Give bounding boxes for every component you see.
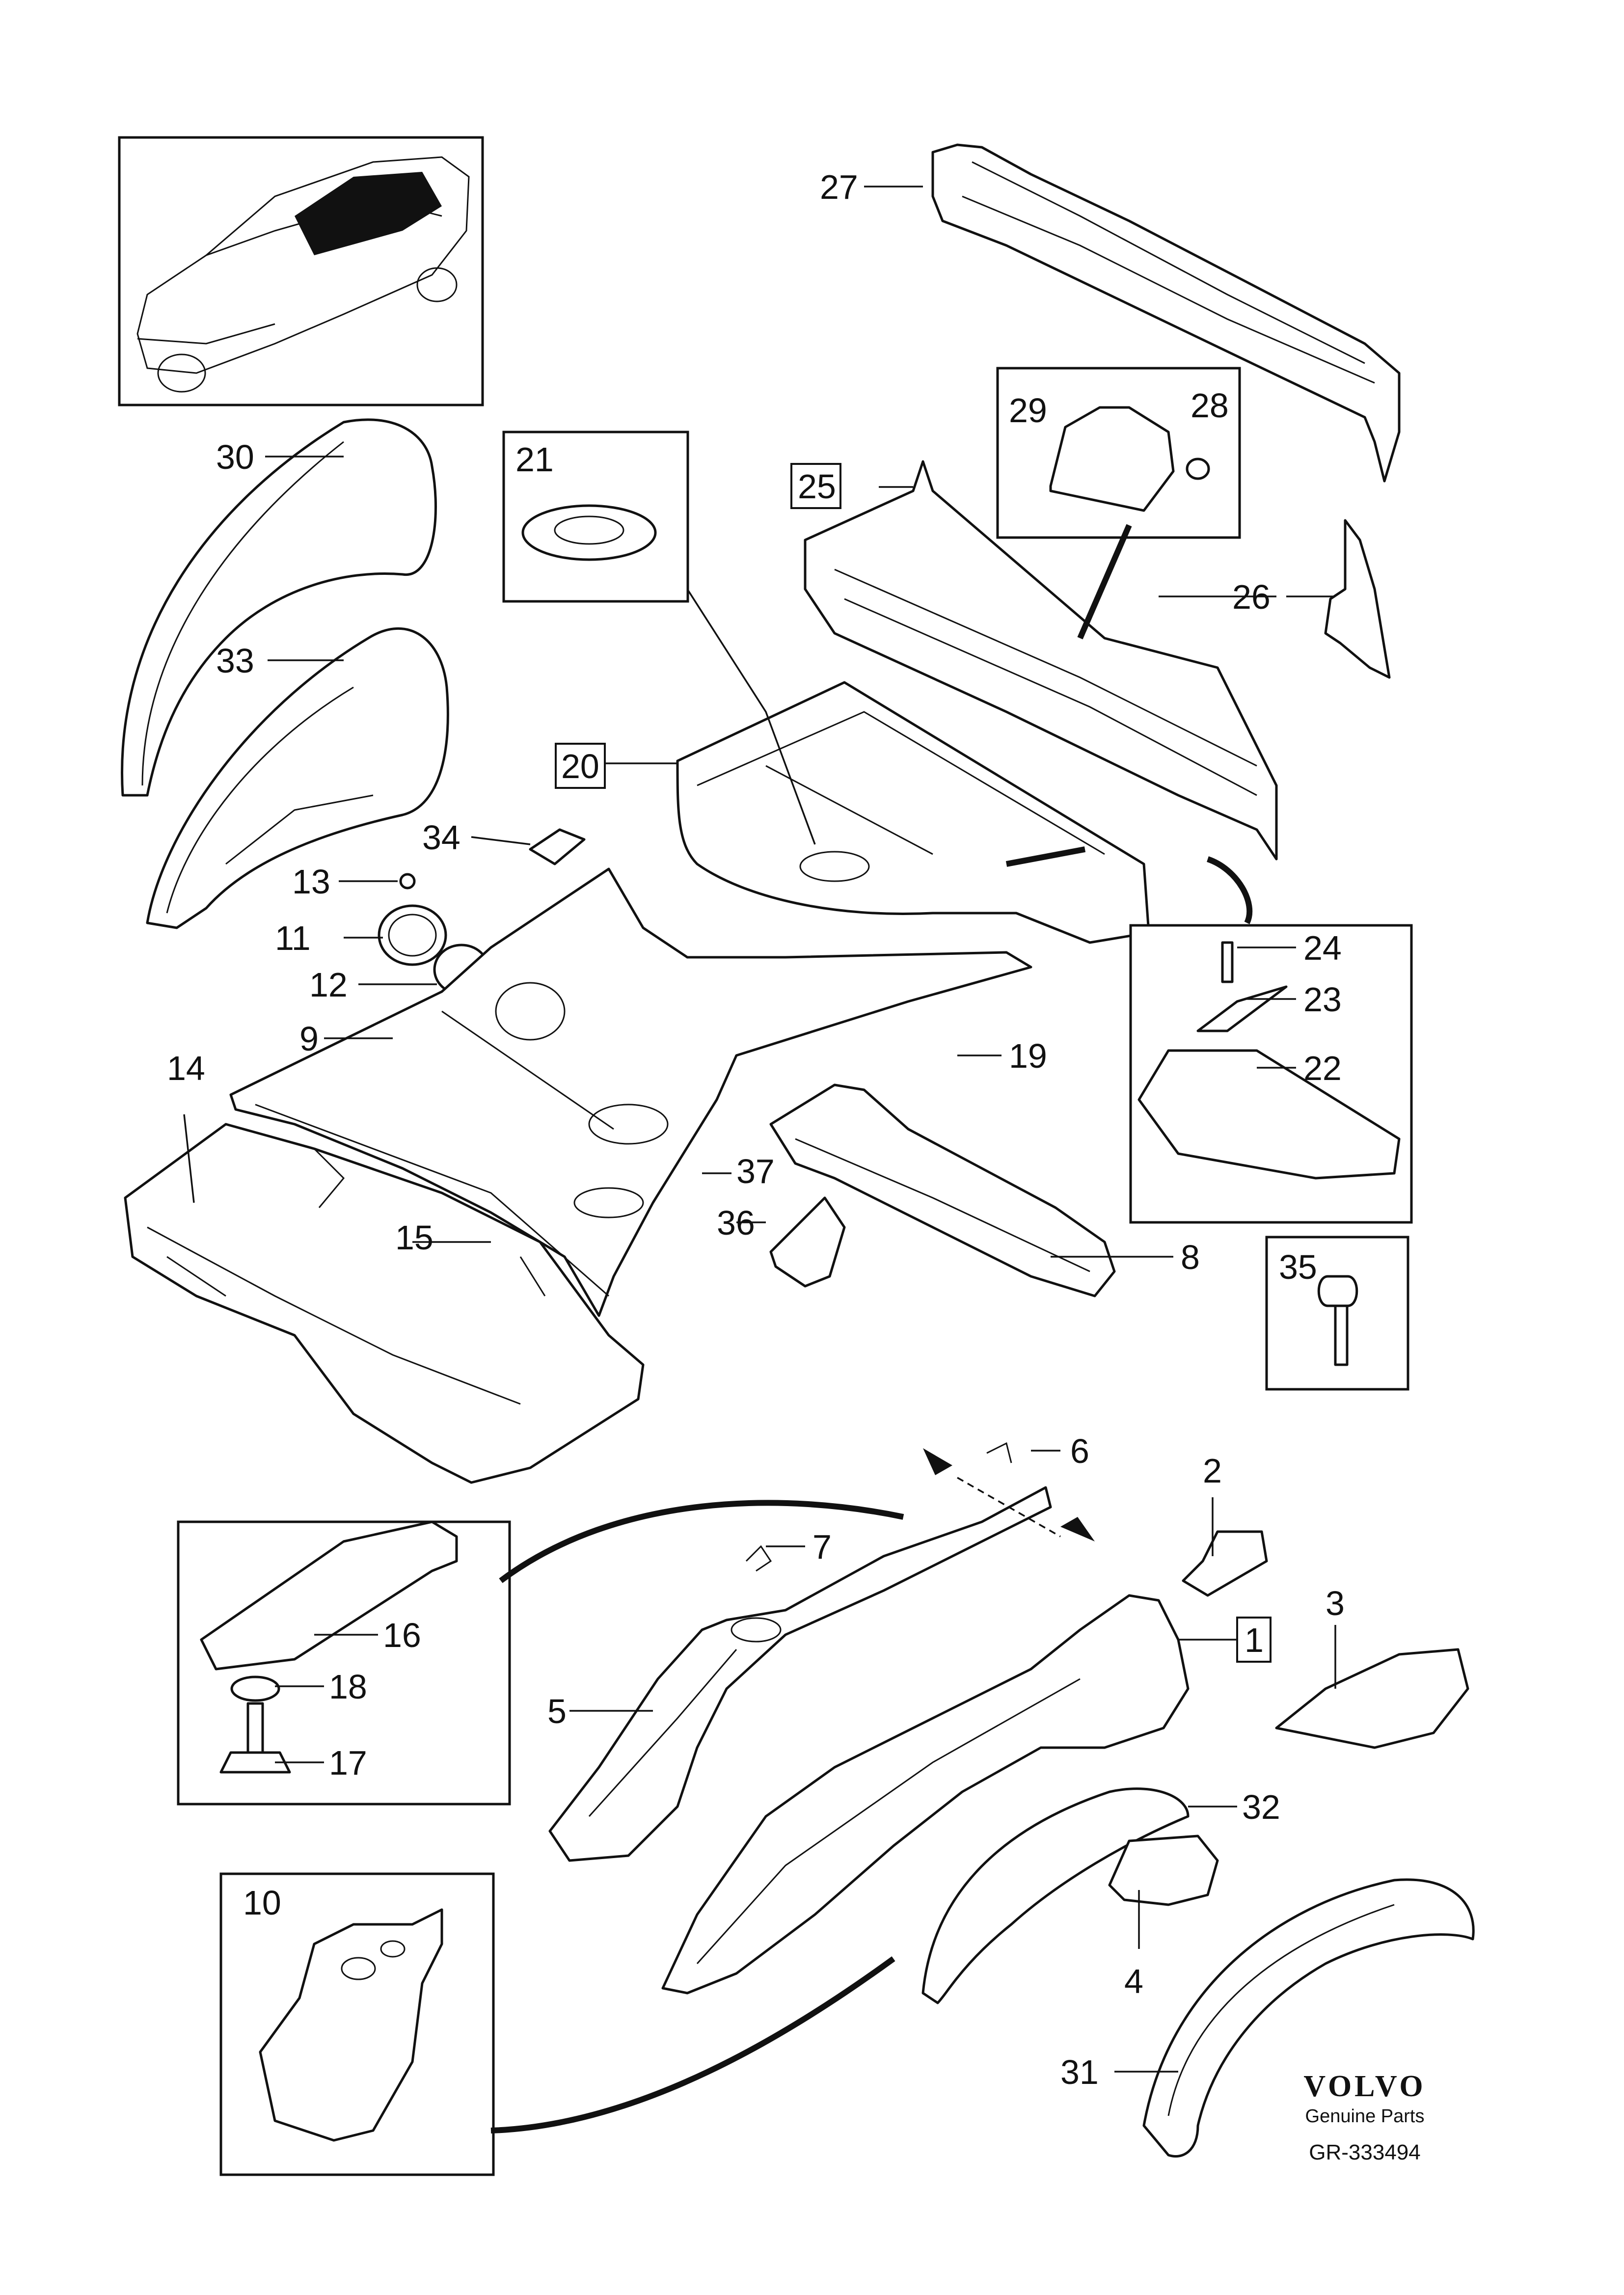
leader-lines [183, 186, 1336, 2073]
label-30: 30 [216, 438, 254, 476]
label-17: 17 [329, 1744, 367, 1782]
part-35-inset [1265, 1236, 1409, 1391]
label-5: 5 [547, 1692, 567, 1730]
label-13: 13 [292, 863, 330, 901]
part-36-bracket [769, 1196, 846, 1288]
label-14: 14 [167, 1049, 205, 1087]
label-25: 25 [798, 467, 836, 506]
label-9: 9 [299, 1020, 319, 1058]
label-3: 3 [1326, 1584, 1345, 1622]
label-6: 6 [1070, 1432, 1089, 1470]
label-37: 37 [736, 1152, 775, 1190]
part-6-clip [986, 1442, 1012, 1463]
label-29: 29 [1009, 391, 1047, 430]
volvo-logo: VOLVO [1303, 2070, 1426, 2103]
label-2: 2 [1203, 1452, 1222, 1490]
parts-22-23-24-inset [1129, 924, 1413, 1224]
part-21-inset [502, 431, 689, 603]
label-1: 1 [1245, 1621, 1264, 1659]
parts-16-17-18-inset [177, 1520, 511, 1806]
label-31: 31 [1060, 2053, 1099, 2091]
label-20: 20 [561, 747, 599, 785]
part-9-floor-panel [229, 867, 1032, 1317]
part-27-rear-panel [931, 143, 1401, 483]
genuine-parts-caption: Genuine Parts [1305, 2106, 1425, 2127]
label-16: 16 [383, 1616, 421, 1654]
part-7-clip [745, 1545, 772, 1572]
label-27: 27 [820, 168, 858, 206]
part-10-inset [219, 1872, 495, 2176]
part-4-bracket [1108, 1835, 1219, 1906]
label-4: 4 [1124, 1962, 1143, 2000]
cut-arrows [923, 1448, 1095, 1541]
part-30-wheel-arch [121, 418, 437, 797]
diagram-reference: GR-333494 [1309, 2140, 1421, 2164]
label-23: 23 [1303, 980, 1342, 1019]
label-28: 28 [1191, 386, 1229, 425]
part-20-spare-wheel-well [676, 681, 1150, 944]
label-15: 15 [395, 1218, 433, 1257]
label-7: 7 [812, 1528, 832, 1566]
part-26-bracket [1324, 519, 1391, 679]
part-1-rear-side-member [661, 1594, 1190, 1995]
label-19: 19 [1009, 1037, 1047, 1075]
label-36: 36 [717, 1204, 755, 1242]
part-3-bracket [1275, 1648, 1469, 1749]
boxed-labels: 25 20 1 [555, 463, 1272, 1663]
label-10: 10 [243, 1884, 281, 1922]
label-8: 8 [1181, 1238, 1200, 1276]
part-2-bracket [1182, 1530, 1268, 1597]
part-25-rear-crossmember [804, 460, 1278, 861]
callout-labels: 27 30 33 21 29 28 26 34 13 11 12 9 14 15… [167, 168, 1345, 2091]
label-11: 11 [275, 919, 311, 957]
label-22: 22 [1303, 1049, 1342, 1087]
label-21: 21 [515, 440, 554, 479]
label-18: 18 [329, 1668, 367, 1706]
label-24: 24 [1303, 929, 1342, 967]
part-31-wheel-arch-outer [1142, 1878, 1475, 2158]
connector-links [490, 524, 1253, 2133]
label-26: 26 [1232, 578, 1271, 616]
part-5-side-member [548, 1486, 1052, 1862]
part-34-pad [529, 828, 586, 865]
part-32-wheel-housing-inner [921, 1787, 1190, 2004]
volvo-brand: VOLVO Genuine Parts [1281, 2069, 1448, 2129]
part-14-rear-floor [124, 1123, 645, 1484]
label-35: 35 [1279, 1248, 1317, 1286]
part-33-inner-wheelhouse [146, 627, 449, 929]
label-32: 32 [1242, 1788, 1280, 1826]
label-12: 12 [309, 966, 348, 1004]
parts-28-29-inset [996, 367, 1241, 539]
label-34: 34 [422, 818, 460, 857]
label-33: 33 [216, 642, 254, 680]
part-8-longitudinal-member [769, 1083, 1116, 1297]
car-overview-inset [118, 136, 484, 406]
